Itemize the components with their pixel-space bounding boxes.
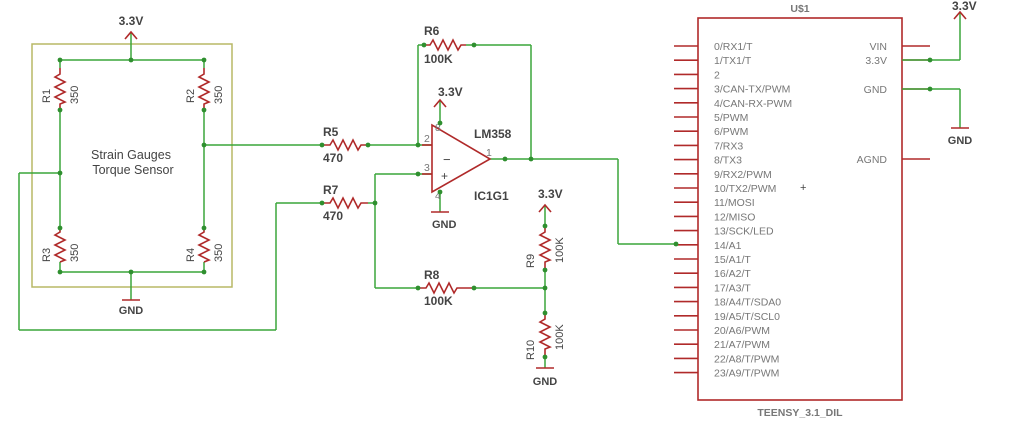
teensy-pin-label: 18/A4/T/SDA0 bbox=[714, 297, 781, 309]
teensy-pin-label: 0/RX1/T bbox=[714, 41, 753, 53]
opamp-ref-label: IC1G1 bbox=[474, 189, 509, 203]
origin-mark: + bbox=[800, 182, 806, 194]
amp-wires bbox=[368, 44, 676, 368]
resistor-r2 bbox=[197, 68, 211, 110]
r2-value: 350 bbox=[213, 86, 225, 104]
r8-value: 100K bbox=[424, 294, 453, 308]
teensy-pin-label: 15/A1/T bbox=[714, 254, 751, 266]
resistor-r8 bbox=[418, 281, 474, 295]
r4-ref: R4 bbox=[185, 248, 197, 262]
teensy-body bbox=[697, 17, 903, 401]
r5-ref: R5 bbox=[323, 125, 339, 139]
r7-ref: R7 bbox=[323, 183, 339, 197]
teensy-pin-label: 20/A6/PWM bbox=[714, 325, 770, 337]
opamp-part-label: LM358 bbox=[474, 127, 512, 141]
teensy-pin-label: 23/A9/T/PWM bbox=[714, 368, 779, 380]
r2-ref: R2 bbox=[185, 89, 197, 103]
teensy-pin-label: 22/A8/T/PWM bbox=[714, 353, 779, 365]
teensy-ref: U$1 bbox=[790, 3, 809, 15]
teensy-pin-label: 16/A2/T bbox=[714, 268, 751, 280]
r7-value: 470 bbox=[323, 209, 343, 223]
teensy-pin-label: GND bbox=[864, 84, 888, 96]
teensy-ground-label: GND bbox=[948, 135, 973, 147]
opamp-pin-3: 3 bbox=[424, 162, 430, 174]
teensy-pin-label: 3/CAN-TX/PWM bbox=[714, 84, 790, 96]
teensy-pin-label: 19/A5/T/SCL0 bbox=[714, 311, 780, 323]
resistor-r1 bbox=[53, 68, 67, 110]
teensy-pin-label: 7/RX3 bbox=[714, 140, 743, 152]
resistor-r6 bbox=[424, 38, 466, 52]
opamp-minus-sign: − bbox=[443, 152, 451, 167]
r1-value: 350 bbox=[69, 86, 81, 104]
bridge-ground-label: GND bbox=[119, 305, 144, 317]
opamp-pin-2: 2 bbox=[424, 133, 430, 145]
r3-ref: R3 bbox=[41, 248, 53, 262]
teensy-pin-label: 1/TX1/T bbox=[714, 55, 752, 67]
teensy-supply-symbol bbox=[953, 10, 967, 20]
opamp-pin-8: 8 bbox=[435, 122, 441, 134]
resistor-r5 bbox=[322, 138, 368, 152]
r8-ref: R8 bbox=[424, 268, 440, 282]
teensy-pin-label: 9/RX2/PWM bbox=[714, 169, 772, 181]
teensy-pin-label: 5/PWM bbox=[714, 112, 748, 124]
r6-value: 100K bbox=[424, 52, 453, 66]
teensy-pin-label: 12/MISO bbox=[714, 211, 755, 223]
teensy-pin-label: 11/MOSI bbox=[714, 197, 755, 209]
resistor-r10 bbox=[538, 313, 552, 357]
teensy-pin-label: 17/A3/T bbox=[714, 282, 751, 294]
opamp-symbol bbox=[431, 123, 492, 194]
teensy-pin-label: 8/TX3 bbox=[714, 155, 742, 167]
teensy-pin-label: 2 bbox=[714, 69, 720, 81]
divider-ground-label: GND bbox=[533, 376, 558, 388]
r10-value: 100K bbox=[554, 324, 566, 350]
teensy-pin-label: AGND bbox=[857, 154, 888, 166]
teensy-name: TEENSY_3.1_DIL bbox=[757, 407, 843, 419]
teensy-pin-label: VIN bbox=[869, 41, 887, 53]
amp-supply-symbol bbox=[433, 98, 447, 108]
teensy-pin-label: 4/CAN-RX-PWM bbox=[714, 98, 792, 110]
r4-value: 350 bbox=[213, 244, 225, 262]
divider-supply-label: 3.3V bbox=[538, 187, 563, 201]
r10-ref: R10 bbox=[525, 340, 537, 360]
opamp-pin-4: 4 bbox=[435, 190, 441, 202]
teensy-pin-label: 6/PWM bbox=[714, 126, 748, 138]
r9-value: 100K bbox=[554, 237, 566, 263]
junction-dots bbox=[57, 42, 933, 360]
bridge-wires bbox=[18, 59, 322, 331]
bridge-supply-label: 3.3V bbox=[119, 14, 144, 28]
opamp-pin-1: 1 bbox=[486, 147, 492, 159]
teensy-power-wires bbox=[902, 12, 961, 128]
teensy-left-pins: 0/RX1/T 1/TX1/T 2 3/CAN-TX/PWM 4/CAN-RX-PWM 5… bbox=[674, 41, 792, 380]
amp-ground-label: GND bbox=[432, 219, 457, 231]
teensy-pin-label: 13/SCK/LED bbox=[714, 226, 774, 238]
teensy-pin-label: 21/A7/PWM bbox=[714, 339, 770, 351]
teensy-pin-label: 10/TX2/PWM bbox=[714, 183, 776, 195]
r9-ref: R9 bbox=[525, 254, 537, 268]
amp-supply-label: 3.3V bbox=[438, 85, 463, 99]
opamp-plus-sign: + bbox=[441, 169, 448, 183]
teensy-pin-label: 14/A1 bbox=[714, 240, 742, 252]
r5-value: 470 bbox=[323, 151, 343, 165]
resistor-r3 bbox=[53, 228, 67, 263]
resistor-r7 bbox=[322, 196, 368, 210]
r1-ref: R1 bbox=[41, 89, 53, 103]
sensor-label-line1: Strain Gauges bbox=[91, 148, 171, 162]
r3-value: 350 bbox=[69, 244, 81, 262]
divider-supply-symbol bbox=[538, 203, 552, 213]
resistor-r4 bbox=[197, 228, 211, 263]
bridge-supply-symbol bbox=[124, 30, 138, 60]
sensor-label-line2: Torque Sensor bbox=[92, 163, 173, 177]
resistor-r9 bbox=[538, 226, 552, 270]
torque-sensor-box bbox=[31, 43, 233, 288]
teensy-supply-label: 3.3V bbox=[952, 0, 977, 13]
teensy-pin-label: 3.3V bbox=[865, 55, 887, 67]
r6-ref: R6 bbox=[424, 24, 440, 38]
